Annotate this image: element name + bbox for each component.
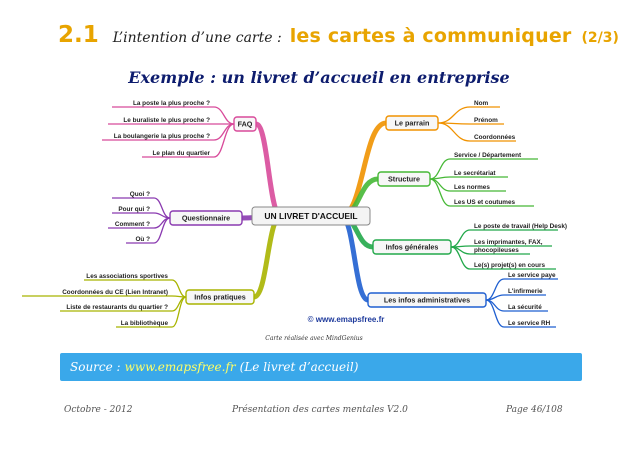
item-label-infos-generales-0: Le poste de travail (Help Desk) — [474, 223, 567, 230]
item-label-infos-generales-1: Les imprimantes, FAX, — [474, 239, 543, 246]
item-label-le-parrain-0: Nom — [474, 100, 489, 107]
item-label-structure-0: Service / Département — [454, 152, 522, 159]
item-label-faq-3: Le plan du quartier — [152, 150, 210, 157]
example-subtitle: Exemple : un livret d’accueil en entrepr… — [128, 68, 510, 87]
item-line-les-infos-administratives-1 — [485, 294, 546, 301]
item-line-les-infos-administratives-3 — [485, 299, 556, 328]
branch-label-questionnaire: Questionnaire — [182, 214, 230, 223]
item-label-infos-generales-3: Le(s) projet(s) en cours — [474, 262, 545, 269]
item-label-structure-2: Les normes — [454, 184, 490, 191]
branch-curve-le-parrain — [338, 120, 389, 219]
title-main: les cartes à communiquer — [289, 25, 572, 47]
item-label-les-infos-administratives-0: Le service paye — [508, 272, 556, 279]
item-label-questionnaire-3: Où ? — [135, 236, 150, 243]
item-label-structure-3: Les US et coutumes — [454, 199, 516, 206]
item-line-faq-3 — [142, 123, 235, 158]
item-label-infos-pratiques-2: Liste de restaurants du quartier ? — [66, 304, 168, 311]
footer-date: Octobre - 2012 — [64, 405, 133, 415]
item-label-faq-0: La poste la plus proche ? — [133, 100, 210, 107]
item-line-questionnaire-1 — [112, 212, 171, 219]
branch-curve-faq — [253, 121, 284, 219]
item-label-infos-pratiques-1: Coordonnées du CE (Lien Intranet) — [62, 289, 168, 296]
branch-label-structure: Structure — [388, 175, 420, 184]
branch-box-les-infos-administratives — [367, 292, 487, 308]
item-label-questionnaire-2: Comment ? — [115, 221, 150, 228]
item-label-le-parrain-1: Prénom — [474, 117, 498, 124]
source-prefix: Source : — [70, 360, 121, 374]
source-suffix: (Le livret d’accueil) — [239, 360, 359, 374]
map-copyright: © www.emapsfree.fr — [308, 315, 385, 324]
item-label-les-infos-administratives-1: L'infirmerie — [508, 288, 543, 295]
item-line-structure-3 — [429, 178, 534, 207]
item-label-questionnaire-1: Pour qui ? — [118, 206, 150, 213]
slide-title: 2.1 L’intention d’une carte : les cartes… — [58, 22, 619, 52]
section-number: 2.1 — [58, 22, 99, 48]
branch-box-faq — [233, 116, 257, 132]
item-label-infos-generales-2: phocopileuses — [474, 247, 519, 254]
branch-label-le-parrain: Le parrain — [395, 119, 430, 128]
item-line-le-parrain-2 — [437, 122, 516, 142]
center-node-box — [251, 206, 371, 226]
branch-label-faq: FAQ — [238, 120, 253, 129]
branch-box-le-parrain — [385, 115, 439, 131]
branch-box-infos-generales — [372, 239, 452, 255]
footer-presentation: Présentation des cartes mentales V2.0 — [232, 405, 408, 415]
footer-page-number: Page 46/108 — [506, 405, 563, 415]
source-link[interactable]: www.emapsfree.fr — [124, 360, 236, 374]
item-label-les-infos-administratives-3: Le service RH — [508, 320, 551, 327]
item-line-infos-pratiques-3 — [116, 296, 187, 328]
item-label-infos-pratiques-3: La bibliothèque — [121, 320, 169, 327]
item-label-questionnaire-0: Quoi ? — [130, 191, 150, 198]
title-part: (2/3) — [581, 30, 619, 46]
item-label-infos-pratiques-0: Les associations sportives — [86, 273, 168, 280]
branch-box-structure — [377, 171, 431, 187]
branch-box-questionnaire — [169, 210, 243, 226]
branch-curve-infos-pratiques — [251, 213, 284, 300]
item-line-infos-generales-3 — [450, 246, 556, 270]
center-node-label: UN LIVRET D'ACCUEIL — [264, 211, 357, 221]
title-intro: L’intention d’une carte : — [112, 30, 282, 46]
branch-label-infos-generales: Infos générales — [386, 243, 439, 252]
item-label-les-infos-administratives-2: La sécurité — [508, 304, 542, 311]
source-bar: Source : www.emapsfree.fr (Le livret d’a… — [60, 353, 582, 381]
branch-box-infos-pratiques — [185, 289, 255, 305]
item-line-infos-pratiques-1 — [22, 295, 187, 298]
map-credit: Carte réalisée avec MindGenius — [265, 335, 362, 342]
item-line-structure-1 — [429, 176, 508, 180]
item-line-questionnaire-3 — [126, 217, 171, 244]
mind-map: UN LIVRET D'ACCUEIL La poste la plus proc… — [22, 100, 567, 342]
item-label-structure-1: Le secrétariat — [454, 170, 496, 177]
item-label-le-parrain-2: Coordonnées — [474, 134, 516, 141]
branch-label-les-infos-administratives: Les infos administratives — [384, 296, 470, 305]
item-label-faq-1: Le buraliste le plus proche ? — [123, 117, 210, 124]
branch-label-infos-pratiques: Infos pratiques — [194, 293, 246, 302]
item-label-faq-2: La boulangerie la plus proche ? — [114, 133, 210, 140]
